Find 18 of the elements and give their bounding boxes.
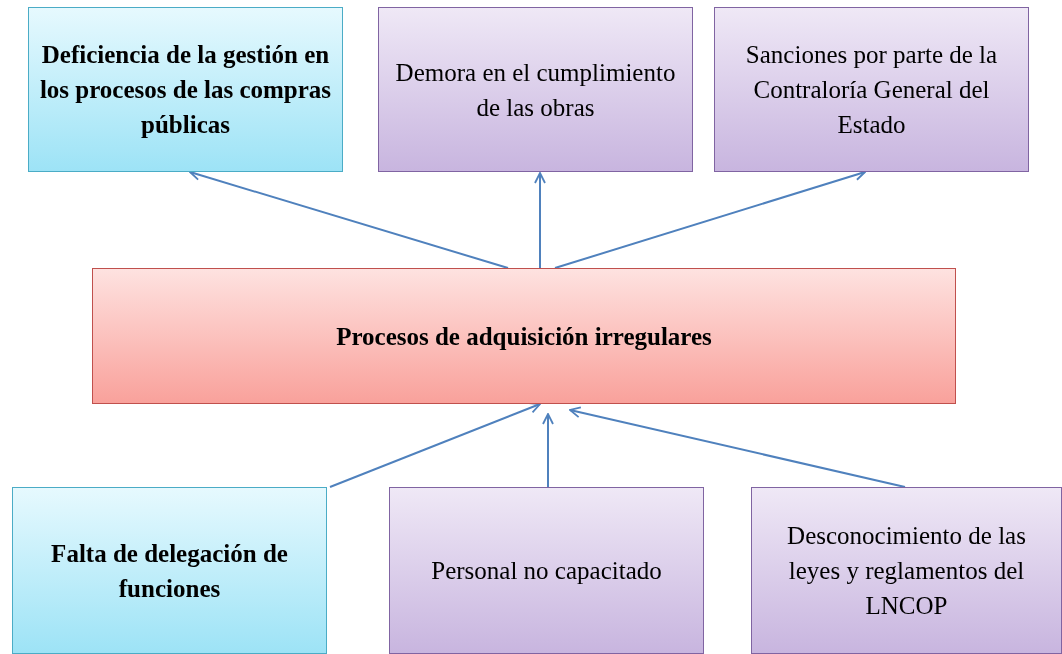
effect-box xyxy=(714,7,1029,172)
cause-box xyxy=(389,487,704,654)
node-text: Personal no capacitado xyxy=(431,556,662,586)
effect-box xyxy=(378,7,693,172)
central-problem-box xyxy=(92,268,956,404)
node-text: Deficiencia de la gestión en los procesos de las compras públicas xyxy=(39,40,332,140)
node-text: Sanciones por parte de la Contraloría General del Estado xyxy=(744,40,999,140)
arrow xyxy=(534,172,546,269)
arrow xyxy=(329,402,541,488)
node-text: Demora en el cumplimiento de las obras xyxy=(394,57,677,123)
cause-box xyxy=(12,487,327,654)
cause-box xyxy=(751,487,1062,654)
node-text: Falta de delegación de funciones xyxy=(50,538,289,604)
effect-box xyxy=(28,7,343,172)
arrow xyxy=(542,413,554,488)
arrow xyxy=(569,406,906,488)
node-text: Procesos de adquisición irregulares xyxy=(336,321,712,352)
node-text: Desconocimiento de las leyes y reglamentos del LNCOP xyxy=(786,521,1027,621)
